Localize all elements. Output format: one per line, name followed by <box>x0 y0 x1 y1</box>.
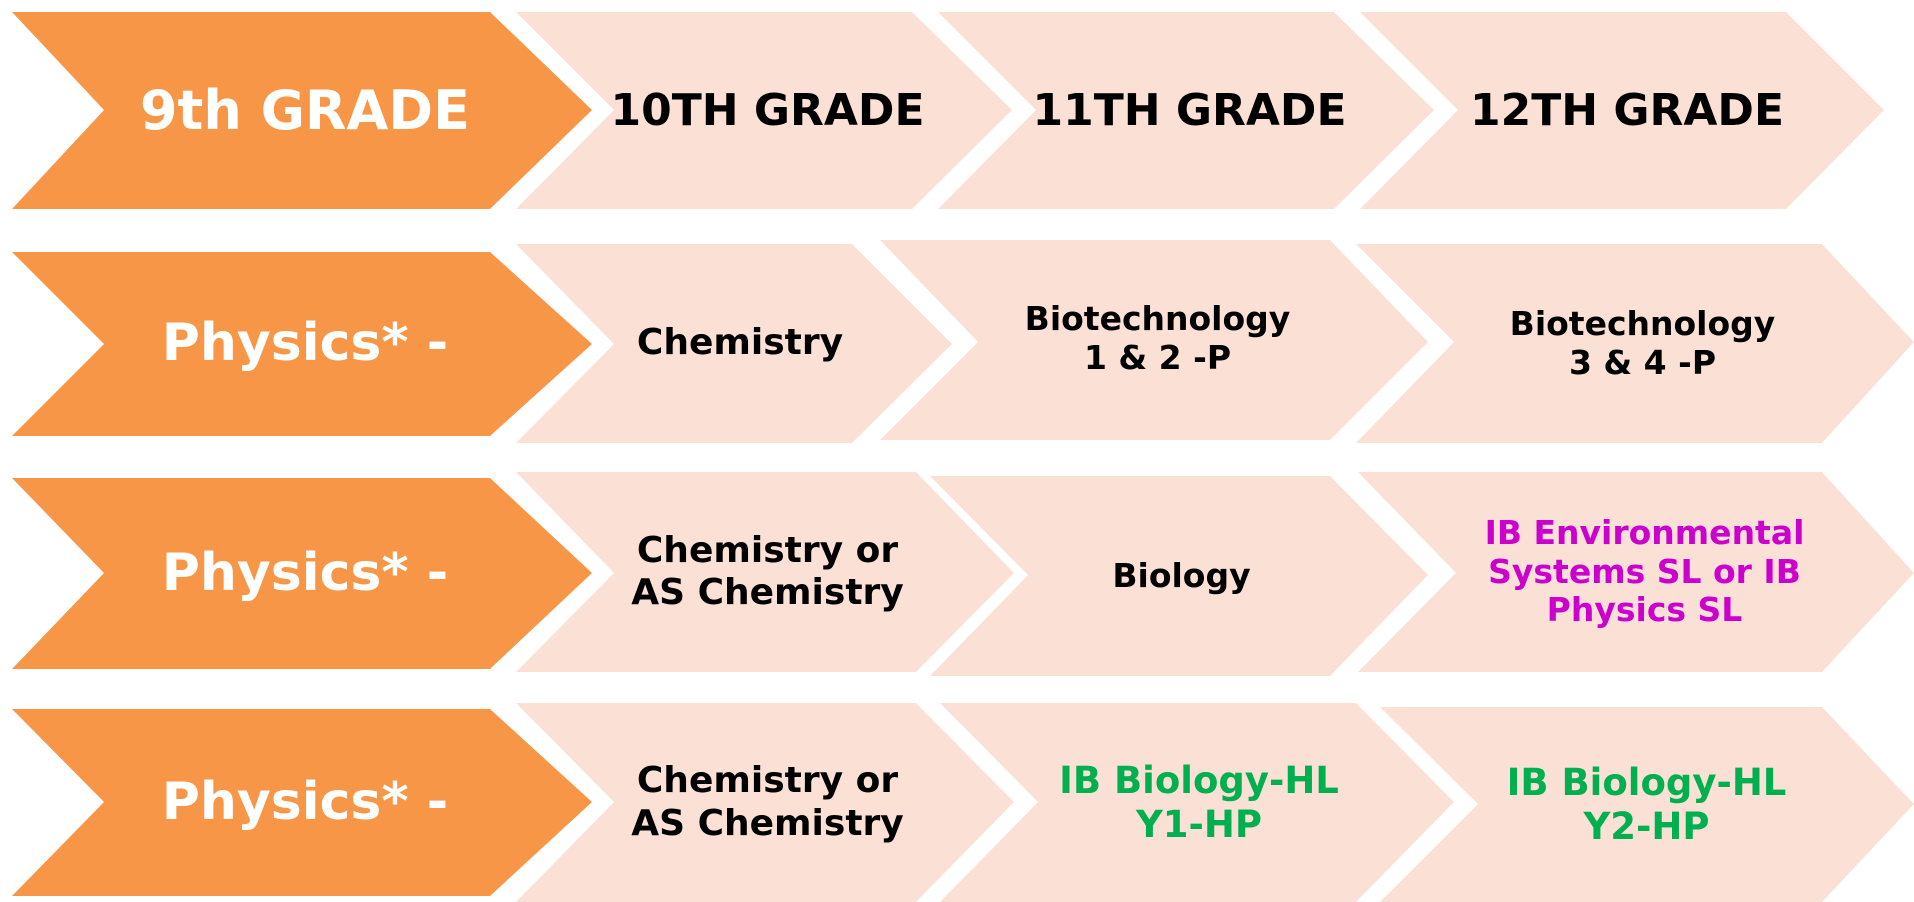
row1-grade-12-course: Biotechnology 3 & 4 -P <box>1509 303 1776 382</box>
row3-grade-9-course: Physics* - <box>161 771 449 832</box>
chevron-grade-11 <box>938 12 1434 209</box>
chevron-row1-grade-12 <box>1356 244 1914 443</box>
chevron-row1-grade-9 <box>12 252 592 436</box>
row2-grade-10-course: Chemistry or AS Chemistry <box>631 529 904 613</box>
row1-grade-10-course: Chemistry <box>636 322 844 364</box>
chevron-row2-grade-11 <box>930 476 1428 676</box>
row3-grade-12-course: IB Biology-HL Y2-HP <box>1506 760 1787 848</box>
row1-grade-11-course: Biotechnology 1 & 2 -P <box>1024 299 1291 377</box>
row2-grade-9-course: Physics* - <box>161 542 449 603</box>
grade-12-label: 12TH GRADE <box>1469 84 1784 136</box>
chevron-row2-grade-12 <box>1358 472 1914 672</box>
chevron-row3-grade-11 <box>940 703 1454 902</box>
chevron-grade-12 <box>1360 12 1884 209</box>
grade-9-label: 9th GRADE <box>139 78 471 142</box>
grade-10-label: 10TH GRADE <box>610 84 925 136</box>
chevron-row1-grade-11 <box>880 240 1428 440</box>
row3-grade-11-course: IB Biology-HL Y1-HP <box>1059 758 1339 846</box>
chevron-grade-10 <box>516 12 1012 209</box>
grade-11-label: 11TH GRADE <box>1032 84 1347 136</box>
chevron-row1-grade-10 <box>516 244 952 443</box>
chevron-row3-grade-10 <box>516 703 1014 902</box>
chevron-row3-grade-9 <box>12 709 592 896</box>
row2-grade-11-course: Biology <box>1112 555 1251 595</box>
chevron-row2-grade-9 <box>12 478 592 669</box>
row1-grade-9-course: Physics* - <box>161 313 449 374</box>
chevron-row2-grade-10 <box>516 472 1014 672</box>
row3-grade-10-course: Chemistry or AS Chemistry <box>631 760 904 844</box>
chevron-grade-9 <box>12 12 592 209</box>
row2-grade-12-course: IB Environmental Systems SL or IB Physic… <box>1484 512 1805 630</box>
chevron-row3-grade-12 <box>1380 707 1914 902</box>
